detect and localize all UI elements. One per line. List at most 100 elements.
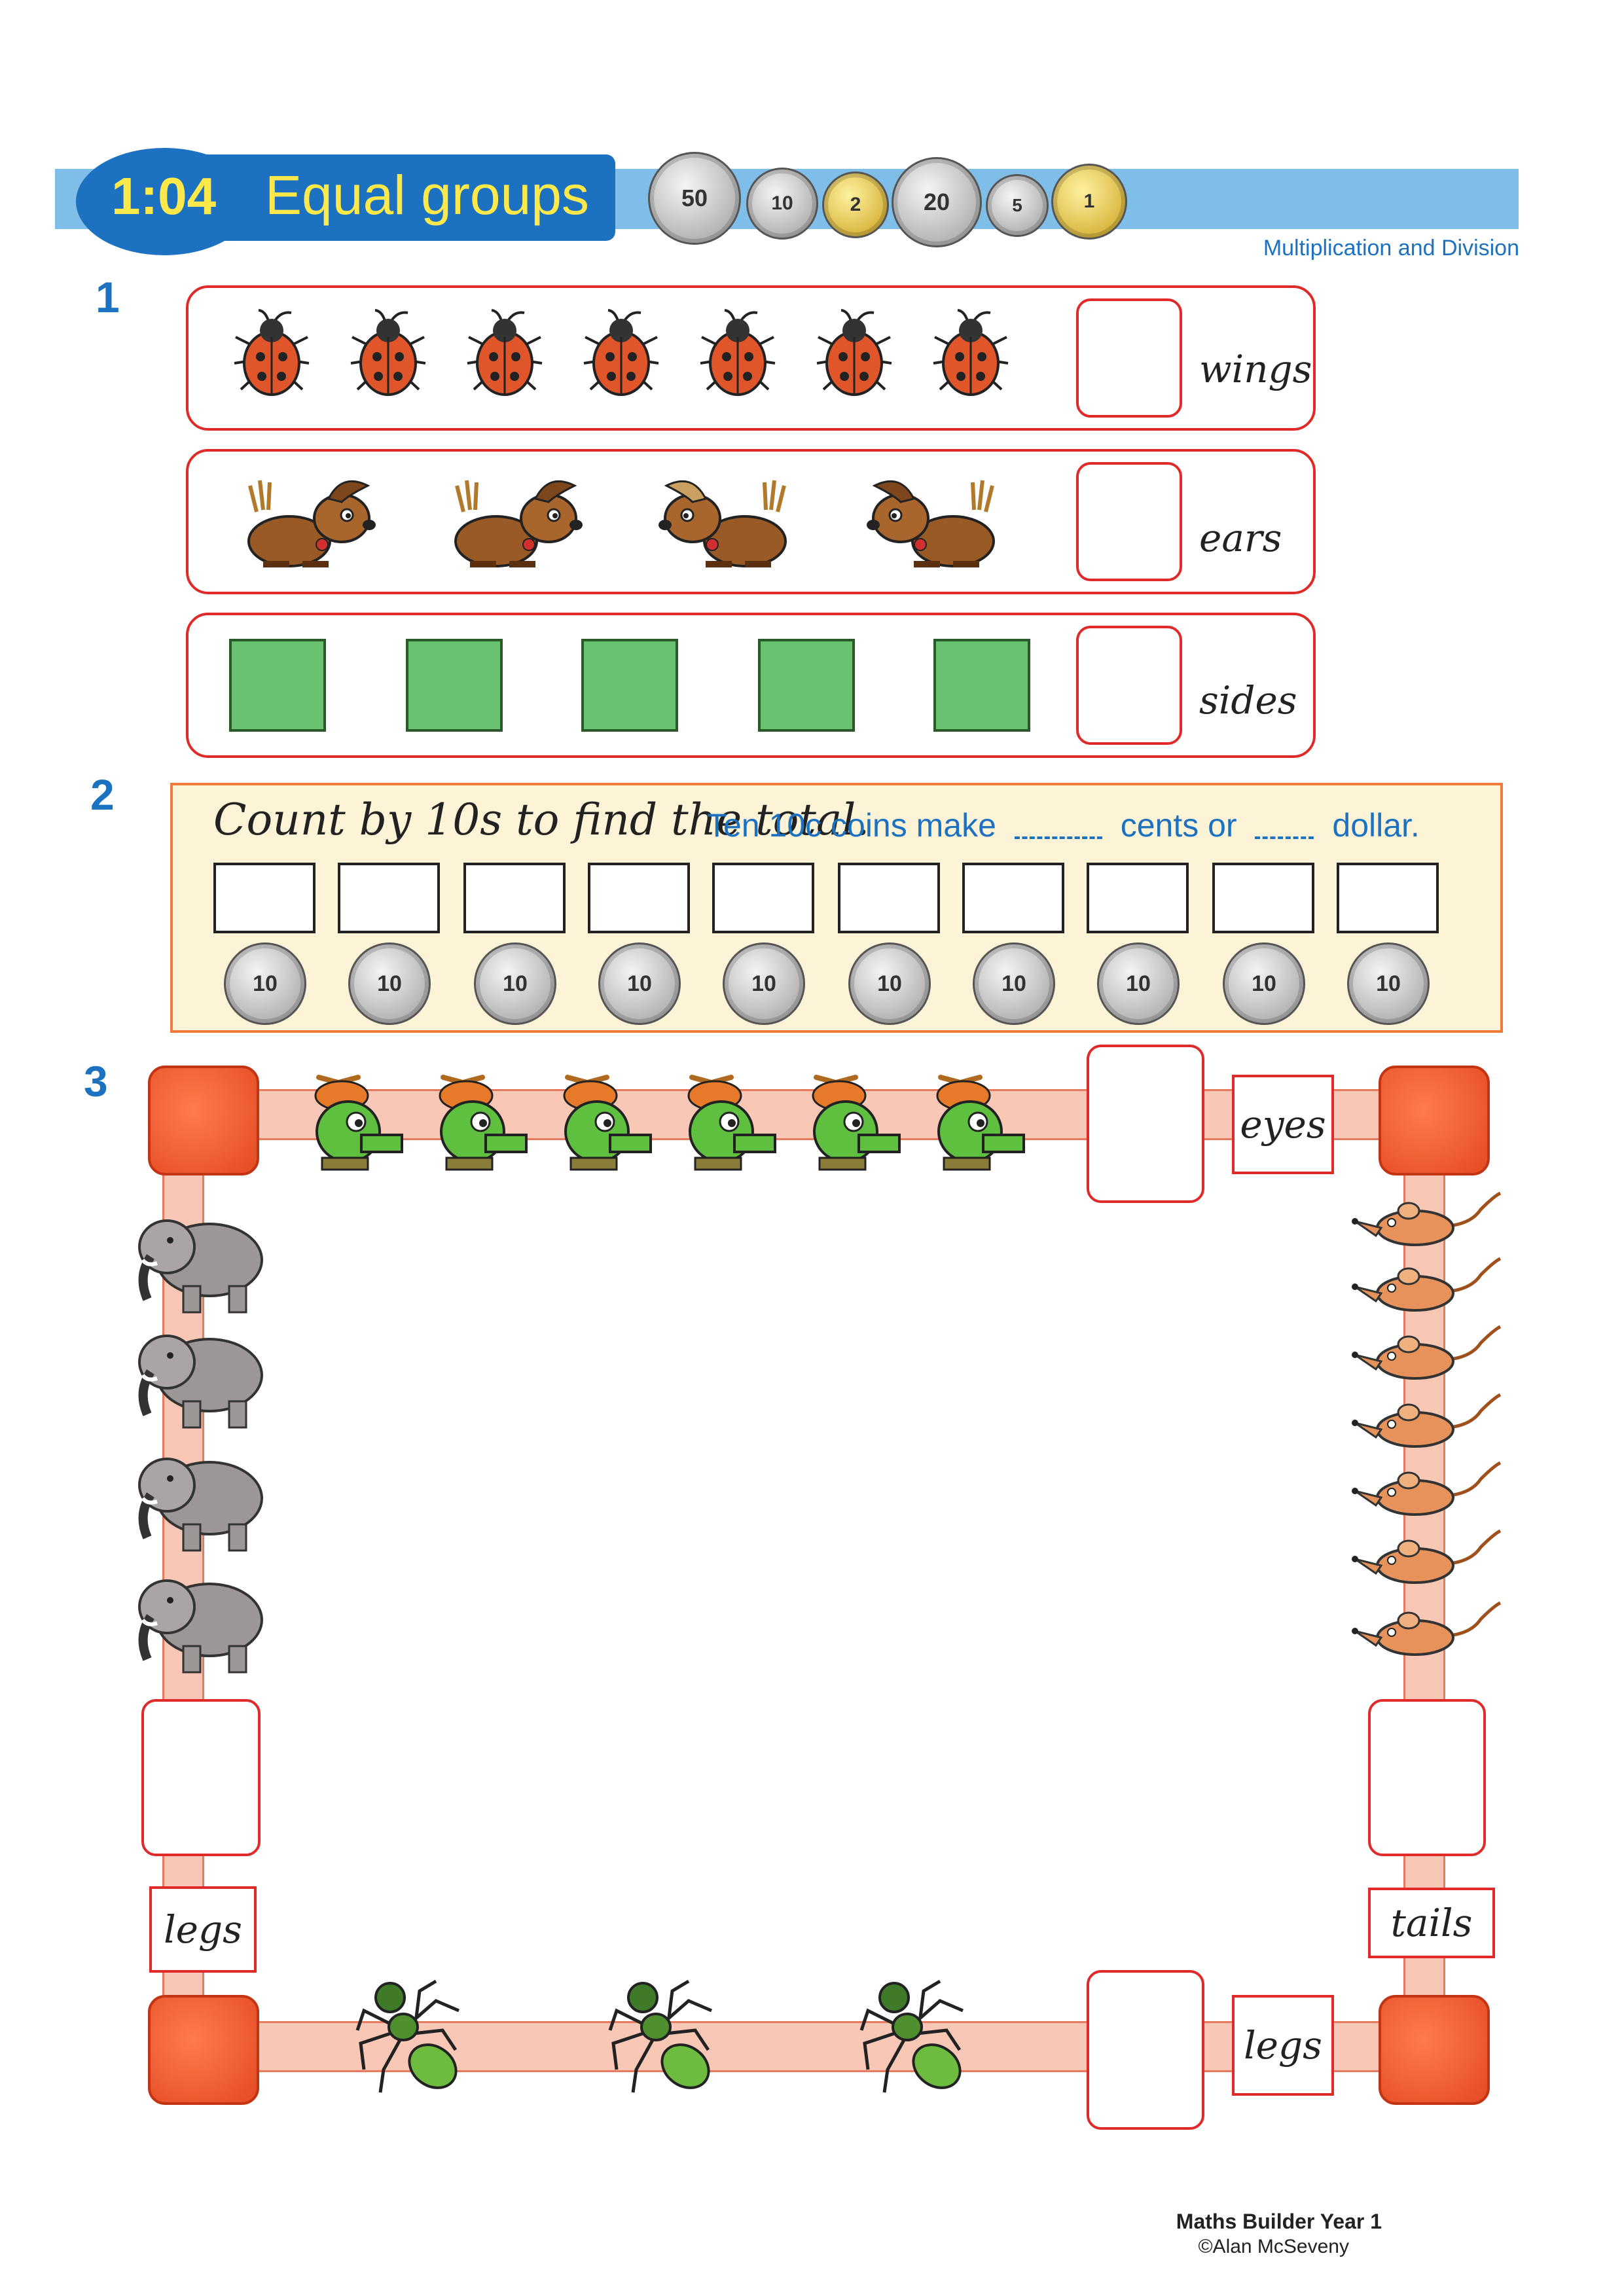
frame-corner: [148, 1995, 259, 2105]
lesson-number: 1:04: [111, 167, 217, 225]
frame-corner: [1379, 1066, 1490, 1175]
footer-title: Maths Builder Year 1: [1176, 2210, 1382, 2233]
ant-icon: [608, 1979, 712, 2093]
ten-cent-coin-icon: 10: [1347, 942, 1430, 1025]
mouse-icon: [1352, 1461, 1502, 1516]
q1-ears-answer-box[interactable]: [1076, 462, 1182, 581]
q2-sentence-end: dollar.: [1332, 807, 1420, 844]
count-box[interactable]: [1087, 863, 1189, 933]
coin-label: 10: [503, 971, 528, 996]
square-icon: [758, 639, 855, 732]
count-box[interactable]: [1337, 863, 1439, 933]
count-box[interactable]: [962, 863, 1064, 933]
cents-blank[interactable]: [1014, 836, 1102, 839]
coin-label: 1: [1083, 190, 1095, 212]
frame-corner: [148, 1066, 259, 1175]
count-box[interactable]: [1212, 863, 1314, 933]
q1-sides-label: sides: [1199, 678, 1297, 723]
dog-icon: [247, 480, 376, 567]
square-icon: [581, 639, 678, 732]
coin-label: 10: [253, 971, 278, 996]
question-number: 1: [96, 273, 120, 321]
ant-icon: [859, 1979, 964, 2093]
dollar-blank[interactable]: [1255, 836, 1314, 839]
ten-cent-coin-icon: 10: [348, 942, 431, 1025]
count-box[interactable]: [588, 863, 690, 933]
crocodile-icon: [687, 1075, 776, 1171]
elephant-icon: [138, 1335, 263, 1429]
ten-cent-coin-icon: 10: [474, 942, 556, 1025]
q3-eyes-answer-box[interactable]: [1087, 1045, 1204, 1203]
one-dollar-coin-icon: 1: [1051, 164, 1127, 240]
ladybug-icon: [816, 309, 892, 396]
ten-cent-coin-icon: 10: [598, 942, 681, 1025]
ladybug-icon: [933, 309, 1009, 396]
coin-label: 10: [1252, 971, 1276, 996]
ten-cent-coin-icon: 10: [973, 942, 1055, 1025]
q1-ears-label: ears: [1199, 516, 1282, 560]
dog-icon: [454, 480, 583, 567]
q3-ant-legs-label: legs: [1232, 1995, 1334, 2096]
coin-label: 10: [627, 971, 652, 996]
ten-cent-coin-icon: 10: [746, 168, 818, 240]
q3-elephant-legs-answer-box[interactable]: [141, 1699, 261, 1856]
q3-eyes-label: eyes: [1232, 1075, 1334, 1174]
crocodile-icon: [812, 1075, 901, 1171]
five-cent-coin-icon: 5: [986, 174, 1049, 237]
coin-label: 5: [1012, 195, 1022, 215]
coin-label: 10: [377, 971, 402, 996]
q3-tails-answer-box[interactable]: [1368, 1699, 1486, 1856]
elephant-icon: [138, 1219, 263, 1314]
q3-elephant-legs-label: legs: [149, 1886, 257, 1973]
coin-label: 20: [923, 188, 950, 215]
q1-wings-answer-box[interactable]: [1076, 298, 1182, 418]
mouse-icon: [1352, 1601, 1502, 1656]
mouse-icon: [1352, 1325, 1502, 1380]
question-number: 2: [90, 770, 115, 819]
topic-label: Multiplication and Division: [1263, 236, 1519, 260]
ladybug-icon: [583, 309, 659, 396]
ladybug-icon: [467, 309, 543, 396]
square-icon: [229, 639, 326, 732]
elephant-icon: [138, 1579, 263, 1674]
count-box[interactable]: [213, 863, 316, 933]
mouse-icon: [1352, 1191, 1502, 1246]
square-icon: [406, 639, 503, 732]
ten-cent-coin-icon: 10: [1223, 942, 1305, 1025]
fifty-cent-coin-icon: 50: [648, 152, 741, 245]
q2-instruction: Count by 10s to find the total.: [213, 795, 870, 845]
q3-tails-label: tails: [1368, 1888, 1495, 1958]
twenty-cent-coin-icon: 20: [892, 157, 982, 247]
count-box[interactable]: [338, 863, 440, 933]
coin-label: 10: [751, 971, 776, 996]
ladybug-icon: [700, 309, 776, 396]
q3-ant-legs-answer-box[interactable]: [1087, 1970, 1204, 2130]
coin-label: 50: [681, 185, 708, 211]
count-box[interactable]: [712, 863, 814, 933]
mouse-icon: [1352, 1257, 1502, 1312]
count-box[interactable]: [463, 863, 566, 933]
q1-sides-answer-box[interactable]: [1076, 626, 1182, 745]
mouse-icon: [1352, 1393, 1502, 1448]
elephant-icon: [138, 1458, 263, 1552]
title-banner: [196, 154, 615, 241]
question-number: 3: [84, 1057, 108, 1105]
ladybug-icon: [234, 309, 310, 396]
crocodile-icon: [314, 1075, 403, 1171]
coin-label: 10: [1376, 971, 1401, 996]
lesson-title: Equal groups: [265, 164, 590, 226]
coin-label: 10: [1001, 971, 1026, 996]
count-box[interactable]: [838, 863, 940, 933]
mouse-icon: [1352, 1529, 1502, 1584]
ten-cent-coin-icon: 10: [1097, 942, 1180, 1025]
q2-sentence: Ten 10c coins make cents or dollar.: [707, 806, 1420, 844]
coin-label: 10: [771, 192, 793, 214]
crocodile-icon: [563, 1075, 652, 1171]
coin-label: 10: [877, 971, 902, 996]
q2-sentence-start: Ten 10c coins make: [707, 807, 996, 844]
ten-cent-coin-icon: 10: [848, 942, 931, 1025]
dog-icon: [659, 480, 787, 567]
q1-wings-label: wings: [1199, 347, 1312, 391]
frame-corner: [1379, 1995, 1490, 2105]
dog-icon: [867, 480, 995, 567]
